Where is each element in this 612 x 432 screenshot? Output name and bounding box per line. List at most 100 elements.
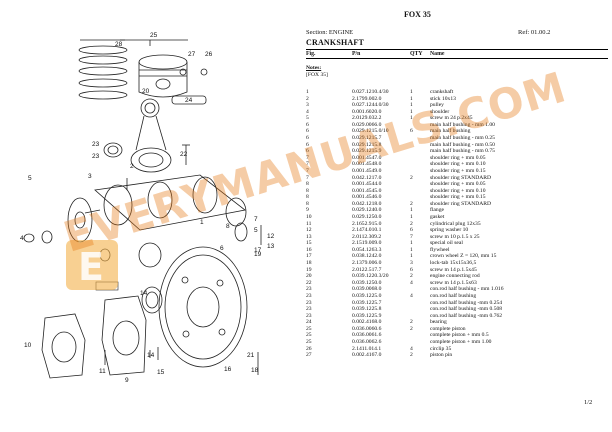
cell-name: con.rod half bushing -mm 0.762 [430,312,503,319]
column-qty: QTY [410,51,423,57]
crankshaft [84,174,247,231]
cell-name: pulley [430,102,444,109]
cell-fig: 11 [306,220,312,227]
cell-name: con.rod half bushing [430,292,477,299]
cell-fig: 8 [306,181,309,188]
svg-text:3: 3 [88,173,92,180]
cell-part-number: 2.1652.915.0 [352,220,382,227]
section-label: Section: ENGINE [306,29,354,36]
cell-part-number: 0.039.1250.0 [352,279,382,286]
cell-part-number: 0.001.6020.0 [352,108,382,115]
cell-fig: 19 [306,266,312,273]
cell-name: stick 10x13 [430,95,456,102]
cell-part-number: 2.0122.517.7 [352,266,382,273]
cell-fig: 6 [306,135,309,142]
cell-part-number: 0.029.1215.9 [352,148,382,155]
svg-text:1: 1 [200,219,204,226]
cell-name: main half bushing - mm 1.00 [430,121,495,128]
cell-part-number: 0.027.1210.4/30 [352,89,389,95]
cell-fig: 26 [306,345,312,352]
cell-part-number: 2.1799.002.0 [352,95,382,102]
cell-name: con.rod half bushing -mm 0.254 [430,299,503,306]
cell-part-number: 0.029.0066.0 [352,121,382,128]
cell-qty: 7 [410,233,413,240]
exploded-parts-diagram: 25 28 27 26 24 20 23 23 22 5 3 2 1 4 6 8… [20,32,275,384]
cell-part-number: 0.029.1240.0 [352,207,382,214]
diagram-label: 25 [150,32,158,39]
cell-part-number: 0.027.1244.0/30 [352,102,389,109]
cell-fig: 8 [306,200,309,207]
model-title: FOX 35 [404,10,431,19]
cell-name: flywheel [430,246,450,253]
svg-text:9: 9 [125,377,129,384]
cell-qty: 6 [410,128,413,135]
cell-fig: 7 [306,161,309,168]
notes-heading: Notes: [306,65,322,71]
svg-text:5: 5 [254,227,258,234]
svg-text:27: 27 [188,51,196,58]
cell-name: shoulder ring + mm 0.15 [430,194,486,201]
cell-part-number: 0.001.4546.0 [352,194,382,201]
cell-name: complete piston + mm 0.5 [430,332,489,339]
svg-text:23: 23 [92,153,100,160]
cell-qty: 2 [410,319,413,326]
cell-fig: 2 [306,95,309,102]
cell-fig: 23 [306,292,312,299]
cell-fig: 6 [306,128,309,135]
svg-text:8: 8 [226,223,230,230]
flywheel [158,246,248,368]
cell-qty: 6 [410,227,413,234]
cell-name: crankshaft [430,89,454,95]
cell-part-number: 0.001.4545.0 [352,187,382,194]
column-fig: Fig. [306,51,316,57]
cell-fig: 16 [306,246,312,253]
flange [101,295,147,376]
cell-name: screw m 24 p.2x45 [430,115,473,122]
cell-qty: 2 [410,220,413,227]
cell-part-number: 2.1519.009.0 [352,240,382,247]
cell-qty: 1 [410,246,413,253]
reference-label: Ref: 01.00.2 [518,29,551,36]
svg-text:10: 10 [24,342,32,349]
cell-name: con.rod half bushing -mm 0.508 [430,306,503,313]
cell-name: special oil seal [430,240,463,247]
cell-part-number: 0.001.4549.0 [352,167,382,174]
cell-name: screw m 14 p.1.5x45 [430,266,477,273]
cell-part-number: 0.002.4168.0 [352,319,382,326]
cell-part-number: 0.042.1217.0 [352,174,382,181]
cell-qty: 4 [410,345,413,352]
svg-text:18: 18 [251,367,259,374]
svg-text:E: E [78,245,104,289]
cell-name: shoulder ring STANDARD [430,174,492,181]
cell-name: complete piston [430,325,466,332]
cell-part-number: 0.029.1215.0/10 [352,128,389,135]
pulley [67,197,93,243]
cell-part-number: 0.029.1250.0 [352,213,382,220]
svg-text:13: 13 [267,243,275,250]
cell-fig: 6 [306,141,309,148]
cell-part-number: 0.039.1225.7 [352,299,382,306]
cell-fig: 25 [306,332,312,339]
cell-fig: 7 [306,167,309,174]
svg-text:12: 12 [267,233,275,240]
cell-fig: 23 [306,306,312,313]
cell-part-number: 2.0112.309.2 [352,233,382,240]
cell-name: flange [430,207,444,214]
svg-text:11: 11 [99,368,106,375]
cell-name: screw m 14 p.1.5x63 [430,279,477,286]
